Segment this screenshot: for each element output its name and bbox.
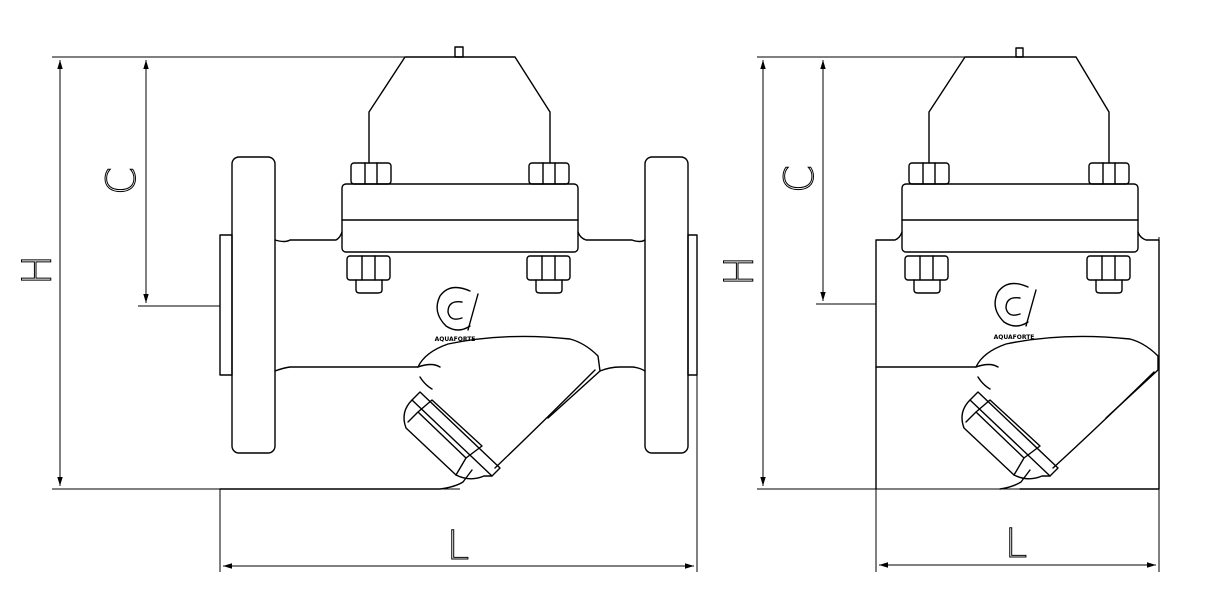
strainer-leg xyxy=(417,335,601,419)
body-outline xyxy=(875,231,903,490)
body-bottom-left xyxy=(875,363,999,368)
bottom-bolt-nut xyxy=(1086,255,1131,281)
body-bottom-curve xyxy=(219,469,473,490)
yoke-pin xyxy=(454,46,464,58)
strainer-leg-inner xyxy=(419,369,596,469)
height-label: H xyxy=(717,256,763,286)
brand-logo: AQUAFORTE xyxy=(435,286,479,343)
bonnet-cover xyxy=(341,183,579,253)
body-bottom-right xyxy=(599,366,646,372)
bonnet-cover xyxy=(901,183,1139,253)
strainer-leg-inner xyxy=(977,371,1155,469)
body-bottom-left xyxy=(274,363,441,372)
outlet-flange-face xyxy=(687,234,698,376)
yoke-pin xyxy=(1015,47,1024,58)
top-bolt-nut xyxy=(350,162,392,185)
dimension-lines xyxy=(757,56,1160,572)
threaded-strainer-view: H C L xyxy=(717,47,1160,572)
body-bottom-curve xyxy=(999,469,1031,490)
brand-logo: AQUAFORTE xyxy=(994,282,1037,341)
drain-cap xyxy=(969,391,1059,477)
inlet-flange xyxy=(231,156,276,454)
top-bolt-nut xyxy=(1088,162,1130,185)
center-label: C xyxy=(99,167,145,195)
bottom-bolt-nut xyxy=(526,255,571,281)
bottom-bolt-nut xyxy=(904,255,949,281)
bottom-bolt-nut xyxy=(346,255,391,281)
height-label: H xyxy=(15,255,61,285)
yoke xyxy=(928,56,1110,164)
flanged-strainer-view: H C L xyxy=(15,46,698,572)
dimension-lines xyxy=(52,56,698,572)
body-top-right xyxy=(577,231,646,243)
outlet-flange xyxy=(644,156,689,454)
yoke xyxy=(368,56,551,164)
logo-text: AQUAFORTE xyxy=(435,336,476,343)
body-top-left xyxy=(274,231,343,243)
top-bolt-nut xyxy=(908,162,950,185)
drain-cap xyxy=(411,391,501,477)
top-bolt-nut xyxy=(528,162,570,185)
strainer-leg xyxy=(975,335,1159,419)
length-label: L xyxy=(447,523,469,569)
center-label: C xyxy=(777,165,823,193)
inlet-flange-face xyxy=(219,234,233,376)
logo-text: AQUAFORTE xyxy=(994,334,1035,341)
length-label: L xyxy=(1005,521,1027,567)
